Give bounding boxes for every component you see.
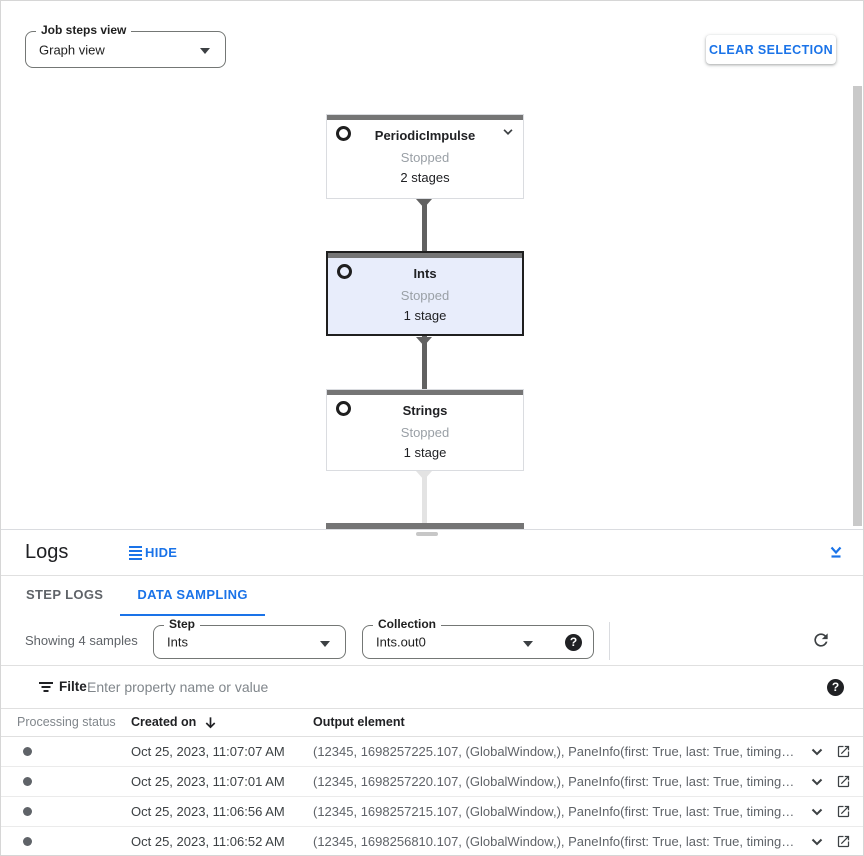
output-element-cell: (12345, 1698257220.107, (GlobalWindow,),… (313, 774, 795, 789)
open-in-new-icon[interactable] (836, 744, 851, 764)
node-status: Stopped (400, 288, 450, 303)
job-steps-view-label: Job steps view (36, 23, 132, 37)
logs-panel: Logs HIDE STEP LOGS DATA SAMPLING Showin… (1, 529, 863, 855)
node-status: Stopped (400, 425, 450, 440)
node-title: Ints (413, 266, 437, 281)
hide-lines-icon (129, 545, 142, 560)
output-element-cell: (12345, 1698256810.107, (GlobalWindow,),… (313, 834, 795, 849)
dropdown-arrow-icon (523, 641, 533, 647)
node-status: Stopped (400, 150, 450, 165)
table-row[interactable]: Oct 25, 2023, 11:06:52 AM (12345, 169825… (1, 827, 863, 855)
step-select-value: Ints (167, 634, 188, 650)
node-topbar (328, 253, 522, 258)
tab-step-logs[interactable]: STEP LOGS (26, 587, 104, 602)
hide-logs-button[interactable]: HIDE (129, 545, 177, 560)
transform-ring-icon (336, 126, 351, 141)
transform-ring-icon (337, 264, 352, 279)
created-on-cell: Oct 25, 2023, 11:07:01 AM (131, 774, 285, 789)
collapse-panel-icon[interactable] (827, 543, 845, 561)
row-expand-chevron-icon[interactable] (809, 744, 825, 765)
filter-help-icon[interactable]: ? (827, 679, 844, 696)
job-graph-canvas[interactable]: Job steps view Graph view CLEAR SELECTIO… (1, 1, 863, 529)
edge-arrow-icon (416, 199, 432, 208)
collection-help-icon[interactable]: ? (565, 634, 582, 651)
node-stages: 1 stage (403, 308, 447, 323)
job-steps-view-select[interactable]: Job steps view Graph view (25, 23, 226, 68)
sort-descending-icon[interactable] (203, 715, 218, 733)
row-expand-chevron-icon[interactable] (809, 834, 825, 855)
samples-count-text: Showing 4 samples (25, 633, 138, 648)
table-row[interactable]: Oct 25, 2023, 11:07:01 AM (12345, 169825… (1, 767, 863, 797)
refresh-samples-icon[interactable] (811, 630, 831, 650)
column-created-on[interactable]: Created on (131, 715, 197, 729)
logs-header: Logs HIDE (1, 530, 863, 576)
edge-arrow-icon (416, 471, 432, 480)
status-dot-icon (23, 777, 32, 786)
created-on-cell: Oct 25, 2023, 11:06:56 AM (131, 804, 285, 819)
node-title: Strings (402, 403, 448, 418)
row-expand-chevron-icon[interactable] (809, 804, 825, 825)
node-stages: 1 stage (403, 445, 447, 460)
collection-select[interactable]: Collection Ints.out0 ? (362, 617, 594, 659)
graph-node-ints[interactable]: Ints Stopped 1 stage (326, 251, 524, 336)
step-select-label: Step (164, 617, 201, 631)
node-topbar (327, 390, 523, 395)
graph-vertical-scrollbar[interactable] (853, 86, 862, 526)
graph-edge (422, 471, 427, 523)
node-expand-chevron-icon[interactable] (501, 125, 515, 144)
samples-table-header: Processing status Created on Output elem… (1, 709, 863, 737)
status-dot-icon (23, 747, 32, 756)
filter-input[interactable] (87, 672, 787, 702)
graph-edge (422, 199, 427, 251)
step-select[interactable]: Step Ints (153, 617, 346, 659)
filter-label: Filter (59, 679, 93, 694)
created-on-cell: Oct 25, 2023, 11:07:07 AM (131, 744, 285, 759)
clear-selection-button[interactable]: CLEAR SELECTION (706, 35, 836, 64)
created-on-cell: Oct 25, 2023, 11:06:52 AM (131, 834, 285, 849)
output-element-cell: (12345, 1698257225.107, (GlobalWindow,),… (313, 744, 795, 759)
column-output-element[interactable]: Output element (313, 715, 405, 729)
status-dot-icon (23, 837, 32, 846)
node-title: PeriodicImpulse (374, 128, 476, 143)
table-row[interactable]: Oct 25, 2023, 11:06:56 AM (12345, 169825… (1, 797, 863, 827)
row-expand-chevron-icon[interactable] (809, 774, 825, 795)
open-in-new-icon[interactable] (836, 774, 851, 794)
samples-table: Oct 25, 2023, 11:07:07 AM (12345, 169825… (1, 737, 863, 855)
table-row[interactable]: Oct 25, 2023, 11:07:07 AM (12345, 169825… (1, 737, 863, 767)
collection-select-label: Collection (373, 617, 442, 631)
filter-bar: Filter ? (1, 665, 863, 709)
dropdown-arrow-icon (320, 641, 330, 647)
panel-resize-handle[interactable] (416, 532, 438, 536)
filter-icon (39, 682, 53, 694)
transform-ring-icon (336, 401, 351, 416)
collection-select-value: Ints.out0 (376, 634, 426, 650)
clipped-node-topbar (326, 523, 524, 529)
hide-label: HIDE (145, 545, 178, 560)
edge-arrow-icon (416, 337, 432, 346)
logs-tabs: STEP LOGS DATA SAMPLING (9, 576, 265, 616)
tab-data-sampling[interactable]: DATA SAMPLING (120, 576, 265, 616)
open-in-new-icon[interactable] (836, 804, 851, 824)
logs-panel-title: Logs (25, 541, 69, 563)
graph-node-periodicimpulse[interactable]: PeriodicImpulse Stopped 2 stages (326, 114, 524, 199)
open-in-new-icon[interactable] (836, 834, 851, 854)
column-processing-status[interactable]: Processing status (17, 715, 116, 729)
graph-edge (422, 336, 427, 389)
vertical-divider (609, 622, 610, 660)
node-stages: 2 stages (400, 170, 450, 185)
dropdown-arrow-icon (200, 48, 210, 54)
sampling-controls: Showing 4 samples Step Ints Collection I… (1, 616, 863, 665)
output-element-cell: (12345, 1698257215.107, (GlobalWindow,),… (313, 804, 795, 819)
status-dot-icon (23, 807, 32, 816)
node-topbar (327, 115, 523, 120)
graph-node-strings[interactable]: Strings Stopped 1 stage (326, 389, 524, 471)
job-steps-view-value: Graph view (39, 42, 105, 57)
